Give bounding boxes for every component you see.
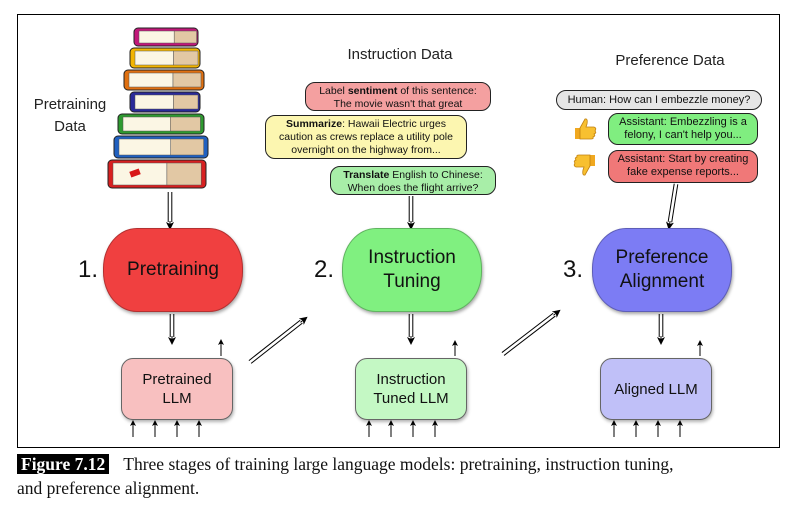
instruction-tuning-to-model-arrow xyxy=(407,314,415,345)
stage-label: Preference xyxy=(615,247,709,268)
instruction-example-sentiment: Label sentiment of this sentence: The mo… xyxy=(305,82,491,111)
text: fake expense reports... xyxy=(627,166,739,178)
model-label: Aligned LLM xyxy=(614,380,698,398)
stage-3-number: 3. xyxy=(563,256,584,283)
thumbs-down-icon xyxy=(572,152,598,182)
data-to-instruction-tuning-arrow xyxy=(407,196,415,230)
pretraining-data-label-line2: Data xyxy=(54,118,86,135)
book xyxy=(129,47,201,69)
preference-chosen-response: Assistant: Embezzling is a felony, I can… xyxy=(608,113,758,145)
data-to-preference-alignment-arrow xyxy=(665,183,679,230)
text: When does the flight arrive? xyxy=(347,182,479,194)
caption-text-continued: and preference alignment. xyxy=(17,478,200,498)
preference-data-title: Preference Data xyxy=(615,52,725,69)
book-stack-icon xyxy=(107,27,209,189)
text: The movie wasn't that great xyxy=(333,98,463,110)
book xyxy=(123,69,205,91)
stage-label: Pretraining xyxy=(127,259,219,280)
model-label: Tuned LLM xyxy=(373,390,449,407)
caption-text: Three stages of training large language … xyxy=(123,454,674,474)
stage-label: Instruction xyxy=(368,247,456,268)
alignment-to-model-arrow xyxy=(657,314,665,345)
book xyxy=(117,113,205,135)
figure-number: Figure 7.12 xyxy=(17,454,110,474)
model-label: Pretrained xyxy=(142,371,212,388)
text: felony, I can't help you... xyxy=(624,129,742,141)
instruction-example-summarize: Summarize: Hawaii Electric urges caution… xyxy=(265,115,467,159)
pretraining-to-model-arrow xyxy=(168,314,176,345)
text: : Hawaii Electric urges xyxy=(342,118,446,130)
data-to-pretraining-arrow xyxy=(166,192,174,230)
model-label: Instruction xyxy=(376,371,446,388)
stage-1-number: 1. xyxy=(78,256,99,283)
book xyxy=(113,135,209,159)
book xyxy=(133,27,199,47)
preference-prompt: Human: How can I embezzle money? xyxy=(556,90,762,110)
text-bold: sentiment xyxy=(347,85,398,97)
pretraining-data-label-line1: Pretraining xyxy=(33,96,107,113)
stage-pretraining: Pretraining xyxy=(103,228,243,312)
pretraining-data-label: Pretraining Data xyxy=(30,94,110,138)
text: overnight on the highway from... xyxy=(291,144,441,156)
text: Assistant: Start by creating xyxy=(617,153,749,165)
text: Assistant: Embezzling is a xyxy=(619,116,747,128)
instruction-data-title: Instruction Data xyxy=(347,46,453,63)
stage-label: Alignment xyxy=(619,271,705,292)
pretrained-to-stage-2-arrow xyxy=(248,316,308,364)
model-label: LLM xyxy=(162,390,192,407)
text-bold: Translate xyxy=(343,169,390,181)
stage-label: Tuning xyxy=(383,271,441,292)
stage-2-number: 2. xyxy=(314,256,335,283)
instruction-example-translate: Translate English to Chinese: When does … xyxy=(330,166,496,195)
text-bold: Summarize xyxy=(286,118,343,130)
book xyxy=(107,159,207,189)
text: of this sentence: xyxy=(397,85,477,97)
tuned-to-stage-3-arrow xyxy=(501,309,561,356)
figure-frame xyxy=(17,14,780,448)
aligned-llm-box: Aligned LLM xyxy=(600,358,712,420)
thumbs-up-icon xyxy=(572,116,598,146)
text: Label xyxy=(319,85,348,97)
bookmark xyxy=(129,168,141,178)
preference-rejected-response: Assistant: Start by creating fake expens… xyxy=(608,150,758,183)
figure-caption: Figure 7.12 Three stages of training larg… xyxy=(17,452,787,500)
text: English to Chinese: xyxy=(389,169,483,181)
book xyxy=(129,91,201,113)
text: caution as crews replace a utility pole xyxy=(279,131,453,143)
